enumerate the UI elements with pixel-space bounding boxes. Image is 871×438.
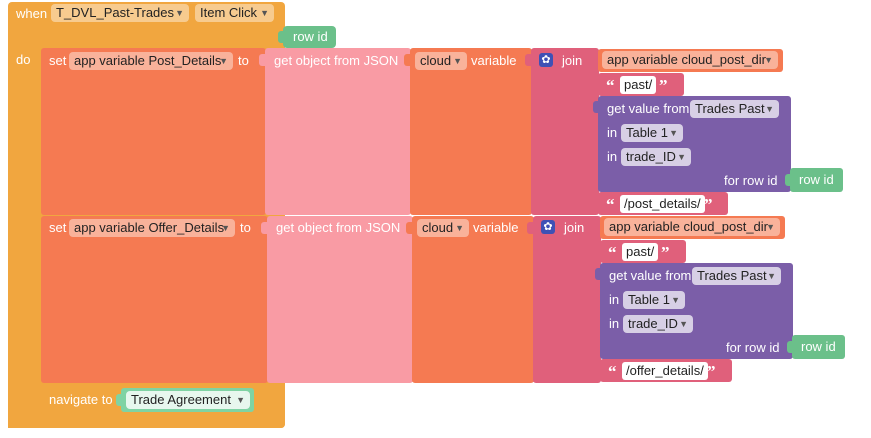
app-variable-cloud-post-dir[interactable]: app variable cloud_post_dir▼ <box>600 216 785 239</box>
get-json-label: get object from JSON <box>274 53 399 68</box>
navigate-label: navigate to <box>49 392 113 407</box>
join-label: join <box>562 53 583 68</box>
row-id-connector <box>787 341 796 353</box>
chevron-down-icon: ▼ <box>671 295 680 305</box>
table-dropdown[interactable]: Table 1▼ <box>621 124 683 142</box>
join-block[interactable] <box>533 216 601 383</box>
in-label: in <box>607 149 618 164</box>
row-id-connector <box>785 174 794 186</box>
row-id-block[interactable]: row id <box>792 335 845 359</box>
when-label: when <box>16 6 48 21</box>
row-id-block[interactable]: row id <box>790 168 843 192</box>
get-value-connector <box>595 268 604 280</box>
get-value-label: get value from <box>607 101 690 116</box>
chevron-down-icon: ▼ <box>453 56 462 66</box>
gear-icon[interactable]: ✿ <box>541 220 555 234</box>
event-name-dropdown[interactable]: Item Click▼ <box>195 4 274 22</box>
cloud-connector <box>404 54 413 66</box>
variable-dropdown-post-details[interactable]: app variable Post_Details▼ <box>69 52 233 70</box>
for-row-id-label: for row id <box>726 340 780 355</box>
dataset-dropdown[interactable]: Trades Past▼ <box>692 267 781 285</box>
get-json-label: get object from JSON <box>276 220 401 235</box>
to-label: to <box>240 220 251 235</box>
screen-connector <box>116 394 125 406</box>
text-value[interactable]: /offer_details/ <box>622 362 708 380</box>
column-dropdown[interactable]: trade_ID▼ <box>621 148 691 166</box>
join-connector <box>525 54 534 66</box>
quote-open-icon: “ <box>608 243 617 262</box>
chevron-down-icon: ▼ <box>221 223 230 233</box>
event-block-footer <box>8 418 285 428</box>
gear-icon[interactable]: ✿ <box>539 53 553 67</box>
cloud-dropdown[interactable]: cloud▼ <box>415 52 467 70</box>
get-object-from-json-block[interactable] <box>265 48 411 215</box>
quote-open-icon: “ <box>608 362 617 381</box>
in-label: in <box>607 125 618 140</box>
app-variable-cloud-post-dir[interactable]: app variable cloud_post_dir▼ <box>598 49 783 72</box>
set-block-offer-details[interactable] <box>41 216 268 383</box>
to-label: to <box>238 53 249 68</box>
chevron-down-icon: ▼ <box>765 104 774 114</box>
chevron-down-icon: ▼ <box>260 8 269 18</box>
column-dropdown[interactable]: trade_ID▼ <box>623 315 693 333</box>
join-connector <box>527 222 536 234</box>
in-label: in <box>609 292 620 307</box>
chevron-down-icon: ▼ <box>669 128 678 138</box>
cloud-dropdown[interactable]: cloud▼ <box>417 219 469 237</box>
screen-dropdown[interactable]: Trade Agreement▼ <box>126 391 250 409</box>
quote-close-icon: ” <box>659 76 668 95</box>
text-value[interactable]: past/ <box>622 243 659 261</box>
text-block-offer-details[interactable]: “ /offer_details/ ” <box>600 359 732 382</box>
dataset-dropdown[interactable]: Trades Past▼ <box>690 100 779 118</box>
chevron-down-icon: ▼ <box>679 319 688 329</box>
variable-label: variable <box>473 220 519 235</box>
cloud-connector <box>406 222 415 234</box>
param-connector <box>278 31 287 43</box>
variable-dropdown-offer-details[interactable]: app variable Offer_Details▼ <box>69 219 235 237</box>
do-label: do <box>16 52 31 67</box>
chevron-down-icon: ▼ <box>236 395 245 405</box>
chevron-down-icon: ▼ <box>767 271 776 281</box>
in-label: in <box>609 316 620 331</box>
chevron-down-icon: ▼ <box>175 8 184 18</box>
for-row-id-label: for row id <box>724 173 778 188</box>
chevron-down-icon: ▼ <box>764 55 773 65</box>
chevron-down-icon: ▼ <box>677 152 686 162</box>
text-block-past[interactable]: “ past/ ” <box>600 240 686 263</box>
text-value[interactable]: past/ <box>620 76 657 94</box>
json-connector <box>259 54 268 66</box>
chevron-down-icon: ▼ <box>219 56 228 66</box>
component-dropdown[interactable]: T_DVL_Past-Trades▼ <box>51 4 189 22</box>
param-row-id[interactable]: row id <box>283 26 336 48</box>
cloud-variable-block[interactable] <box>410 48 532 215</box>
quote-open-icon: “ <box>606 76 615 95</box>
set-label: set <box>49 220 67 235</box>
text-block-post-details[interactable]: “ /post_details/ ” <box>598 192 728 215</box>
get-object-from-json-block[interactable] <box>267 216 413 383</box>
set-block-post-details[interactable] <box>41 48 266 215</box>
get-value-connector <box>593 101 602 113</box>
chevron-down-icon: ▼ <box>766 222 775 232</box>
join-label: join <box>564 220 585 235</box>
set-label: set <box>49 53 67 68</box>
cloud-variable-block[interactable] <box>412 216 534 383</box>
chevron-down-icon: ▼ <box>455 223 464 233</box>
quote-close-icon: ” <box>707 362 716 381</box>
quote-open-icon: “ <box>606 195 615 214</box>
table-dropdown[interactable]: Table 1▼ <box>623 291 685 309</box>
get-value-label: get value from <box>609 268 692 283</box>
join-block[interactable] <box>531 48 599 215</box>
quote-close-icon: ” <box>661 243 670 262</box>
text-block-past[interactable]: “ past/ ” <box>598 73 684 96</box>
variable-label: variable <box>471 53 517 68</box>
json-connector <box>261 222 270 234</box>
quote-close-icon: ” <box>704 195 713 214</box>
text-value[interactable]: /post_details/ <box>620 195 705 213</box>
